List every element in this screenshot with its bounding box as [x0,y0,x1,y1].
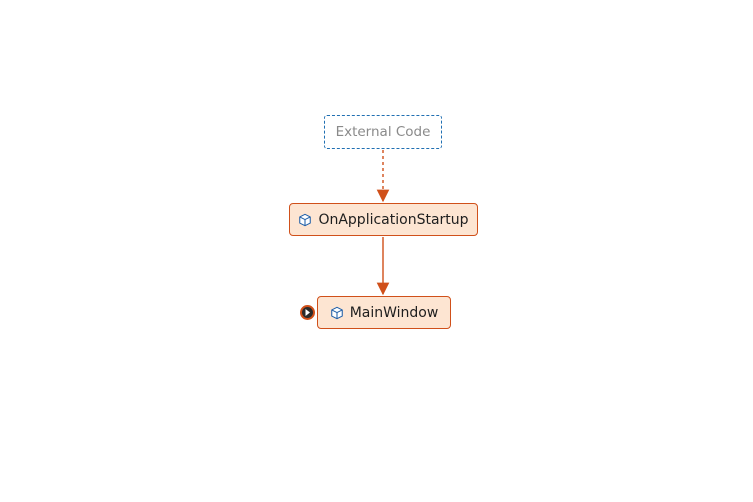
external-code-label: External Code [335,124,431,140]
on-application-startup-label: OnApplicationStartup [318,211,469,228]
current-frame-marker-icon [300,305,315,320]
on-application-startup-node[interactable]: OnApplicationStartup [289,203,478,236]
external-code-node[interactable]: External Code [324,115,442,149]
main-window-node[interactable]: MainWindow [317,296,451,329]
main-window-label: MainWindow [349,304,439,321]
cube-icon [299,213,312,226]
cube-icon [330,306,343,319]
